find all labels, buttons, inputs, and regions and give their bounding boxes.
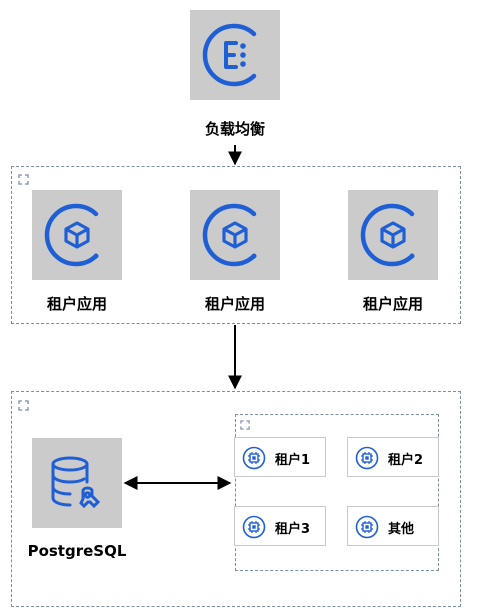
tenant-chip-label-2: 租户2 xyxy=(388,453,424,468)
group-corner-icon xyxy=(18,174,29,185)
group-corner-icon xyxy=(18,400,29,411)
cube-icon xyxy=(360,203,415,267)
tenant-chip-label-3: 租户3 xyxy=(275,522,311,537)
tenant-chip-1: 租户1 xyxy=(234,437,326,477)
tenant-app-node-1 xyxy=(32,190,122,280)
tenant-app-label-2: 租户应用 xyxy=(204,295,265,313)
chip-icon xyxy=(355,446,379,470)
database-group xyxy=(11,391,461,607)
chip-icon xyxy=(242,446,266,470)
load-balancer-node xyxy=(190,10,280,100)
cube-icon xyxy=(202,203,257,267)
tenant-chip-4: 其他 xyxy=(347,506,439,546)
tenant-chip-label-1: 租户1 xyxy=(275,453,311,468)
database-node xyxy=(32,438,122,528)
tenants-group xyxy=(235,414,439,571)
tenant-app-group xyxy=(11,166,461,324)
load-balancer-icon xyxy=(202,23,257,87)
cube-icon xyxy=(44,203,99,267)
database-icon xyxy=(51,456,101,509)
tenant-app-label-3: 租户应用 xyxy=(362,295,423,313)
group-corner-icon xyxy=(240,420,250,430)
tenant-chip-3: 租户3 xyxy=(234,506,326,546)
tenant-app-node-3 xyxy=(348,190,438,280)
tenant-chip-2: 租户2 xyxy=(347,437,439,477)
load-balancer-label: 负载均衡 xyxy=(204,120,265,138)
chip-icon xyxy=(242,515,266,539)
chip-icon xyxy=(355,515,379,539)
tenant-app-node-2 xyxy=(190,190,280,280)
database-label: PostgreSQL xyxy=(27,542,127,560)
tenant-app-label-1: 租户应用 xyxy=(46,295,107,313)
tenant-chip-label-4: 其他 xyxy=(388,522,415,537)
